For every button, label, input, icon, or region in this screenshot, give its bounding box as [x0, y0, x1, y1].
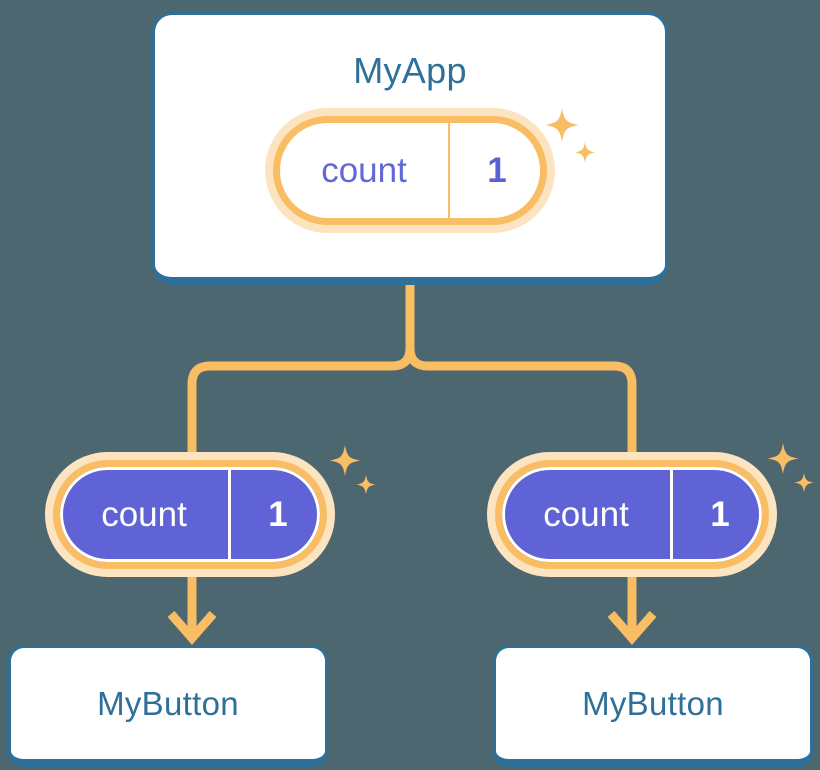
- state-pill-branch-right[interactable]: count 1: [487, 452, 777, 577]
- page-title: MyApp: [353, 50, 467, 91]
- state-key-label: count: [60, 467, 231, 562]
- pill-body: count 1: [495, 460, 769, 569]
- state-pill-root[interactable]: count 1: [265, 108, 555, 233]
- component-card-mybutton-right[interactable]: MyButton: [493, 645, 813, 767]
- state-key-label: count: [280, 123, 450, 218]
- arrow-down-icon: [167, 611, 217, 645]
- card-label: MyButton: [582, 685, 724, 722]
- state-value-label: 1: [710, 495, 730, 534]
- state-value-label: 1: [487, 151, 507, 190]
- state-value-label: 1: [268, 495, 288, 534]
- pill-body: count 1: [53, 460, 327, 569]
- state-key-label: count: [502, 467, 673, 562]
- arrow-down-icon: [607, 611, 657, 645]
- component-card-mybutton-left[interactable]: MyButton: [8, 645, 328, 767]
- state-pill-branch-left[interactable]: count 1: [45, 452, 335, 577]
- card-label: MyButton: [97, 685, 239, 722]
- pill-body: count 1: [273, 116, 547, 225]
- connector-branch-right: [405, 347, 637, 470]
